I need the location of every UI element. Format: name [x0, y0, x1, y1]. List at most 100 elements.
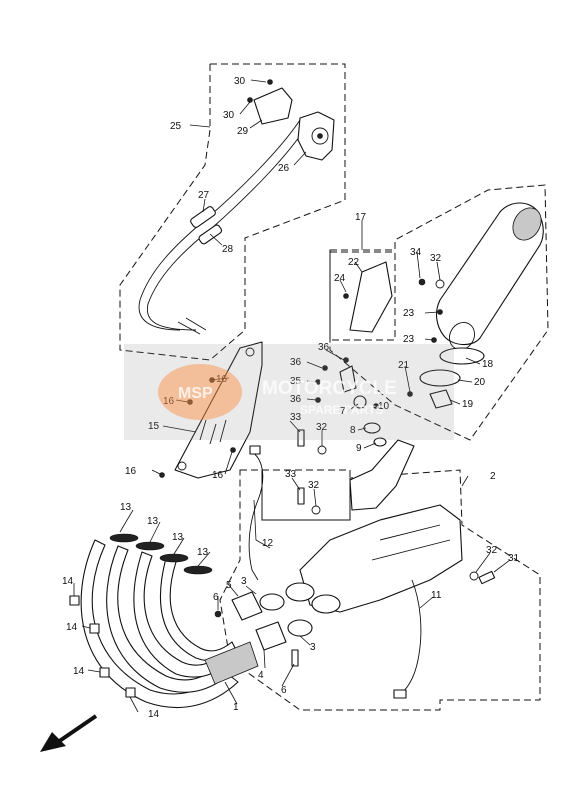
group-outlines [119, 63, 549, 711]
watermark-sub: SPARE PARTS [300, 403, 384, 417]
bracket-19 [429, 389, 453, 409]
gasket-18 [439, 347, 485, 365]
sensor-wire-12 [248, 451, 264, 581]
callout-25: 25 [170, 121, 182, 132]
callout-30b: 30 [223, 110, 235, 121]
callout-14b: 14 [66, 622, 78, 633]
callout-3b: 3 [310, 642, 316, 653]
callout-18: 18 [482, 359, 494, 370]
bolt-33b [297, 487, 305, 505]
bolt-36a [322, 365, 328, 371]
header-pipe-1 [80, 539, 239, 708]
callout-27: 27 [198, 190, 210, 201]
leader-lines [73, 79, 511, 713]
callout-16a: 16 [216, 374, 228, 385]
callout-13d: 13 [197, 547, 209, 558]
callout-5: 5 [226, 580, 232, 591]
screw-30a [267, 79, 273, 85]
clamp-4 [255, 621, 287, 651]
bracket-hole-1 [245, 347, 255, 357]
cable-adjuster-27 [190, 206, 216, 228]
callout-8: 8 [350, 425, 356, 436]
callout-14c: 14 [73, 666, 85, 677]
callout-32b: 32 [316, 422, 328, 433]
sensor-wire-11 [399, 579, 422, 695]
gasket-3a [259, 593, 285, 611]
footrest-bracket [159, 341, 263, 479]
callout-13b: 13 [147, 516, 159, 527]
joint-parts [214, 591, 313, 667]
callout-21: 21 [398, 360, 410, 371]
watermark-logo: MSP [178, 385, 213, 402]
collector-outlet [204, 641, 259, 685]
callout-30a: 30 [234, 76, 246, 87]
gasket-13a [109, 533, 139, 543]
callout-16c: 16 [125, 466, 137, 477]
nut-14c [99, 667, 110, 678]
bolt-16c [159, 472, 165, 478]
bracket-slots [199, 419, 227, 445]
bracket-outline [261, 469, 351, 521]
screw-24 [343, 293, 349, 299]
nut-14b [89, 623, 100, 634]
muffler-group-outline [329, 184, 549, 441]
bolt-31 [478, 570, 496, 585]
callout-16d: 16 [212, 470, 224, 481]
callout-13a: 13 [120, 502, 132, 513]
cable-ends [177, 317, 207, 335]
clamp-20 [419, 369, 461, 387]
bracket-hole-2 [177, 461, 187, 471]
inlet-b [311, 594, 341, 614]
callout-labels: 30 30 29 25 26 27 28 17 22 24 34 32 23 2… [62, 76, 520, 720]
cable-assembly [138, 79, 335, 335]
callout-17: 17 [355, 212, 367, 223]
washer-32d [469, 571, 479, 581]
inlet-a [285, 582, 315, 602]
heat-shield-outline [329, 251, 396, 341]
bracket-plate [174, 341, 263, 479]
callout-14a: 14 [62, 576, 74, 587]
cable-group-outline [119, 63, 346, 361]
pulley-cover [253, 87, 293, 125]
callout-33a: 33 [290, 412, 302, 423]
clamp-5 [231, 591, 263, 621]
callout-24: 24 [334, 273, 346, 284]
screw-23a [437, 309, 443, 315]
muffler-body [435, 202, 544, 346]
callout-32d: 32 [486, 545, 498, 556]
callout-35: 35 [290, 376, 302, 387]
washer-32b [317, 445, 327, 455]
callout-33b: 33 [285, 469, 297, 480]
watermark: MSP MOTORCYCLE SPARE PARTS [124, 344, 454, 440]
bolt-34 [418, 278, 426, 286]
callout-15: 15 [148, 421, 160, 432]
callout-26: 26 [278, 163, 290, 174]
bolt-16d [230, 447, 236, 453]
gasket-13c [159, 553, 189, 563]
callout-36a: 36 [318, 342, 330, 353]
exhaust-body [285, 439, 463, 614]
bolt-33a [297, 429, 305, 447]
callout-4: 4 [258, 670, 264, 681]
watermark-brand: MOTORCYCLE [262, 378, 397, 399]
exhaust-riser-pipe [349, 439, 415, 511]
gasket-13b [135, 541, 165, 551]
muffler-assembly [343, 202, 544, 409]
callout-2: 2 [490, 471, 496, 482]
callout-34: 34 [410, 247, 422, 258]
callout-11: 11 [431, 590, 442, 601]
cable-b [146, 123, 309, 331]
body-seams [371, 524, 451, 561]
callout-6b: 6 [281, 685, 287, 696]
callout-22: 22 [348, 257, 360, 268]
nut-14d [125, 687, 136, 698]
bolt-6b [291, 649, 299, 667]
watermark-logo-badge [158, 364, 242, 420]
front-direction-arrow-icon [40, 714, 98, 752]
callout-32c: 32 [308, 480, 320, 491]
callout-31: 31 [508, 553, 520, 564]
sensor-connector-11 [393, 689, 407, 699]
muffler-end-cap [512, 207, 542, 241]
callout-36b: 36 [290, 357, 302, 368]
